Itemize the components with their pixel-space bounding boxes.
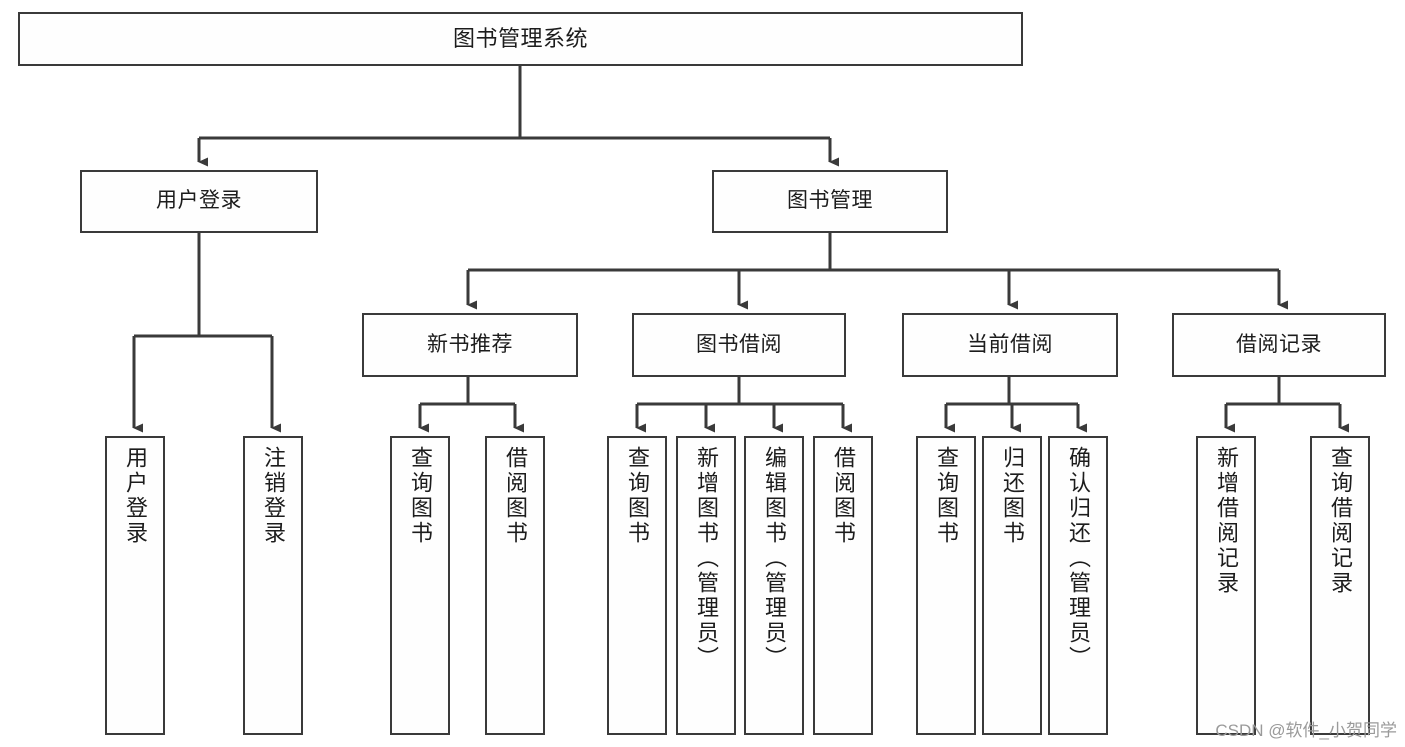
node-leaf-borrow-book-label: 借阅图书: [831, 446, 856, 546]
node-leaf-edit-book-label: 编辑图书（管理员）: [762, 446, 787, 671]
node-leaf-query-book-borrow[interactable]: 查询图书: [607, 436, 667, 735]
node-book-manage-label: 图书管理: [787, 189, 873, 213]
node-current-borrow-label: 当前借阅: [967, 332, 1053, 356]
node-user-login[interactable]: 用户登录: [80, 170, 318, 233]
node-book-borrow-label: 图书借阅: [696, 332, 782, 356]
node-borrow-record-label: 借阅记录: [1236, 332, 1322, 356]
node-leaf-borrow-book-rec-label: 借阅图书: [503, 446, 528, 546]
node-user-login-label: 用户登录: [156, 189, 242, 213]
node-leaf-confirm-return-label: 确认归还（管理员）: [1066, 446, 1091, 671]
node-current-borrow[interactable]: 当前借阅: [902, 313, 1118, 377]
node-leaf-add-record-label: 新增借阅记录: [1214, 446, 1239, 596]
node-leaf-query-book-borrow-label: 查询图书: [625, 446, 650, 546]
node-leaf-user-login[interactable]: 用户登录: [105, 436, 165, 735]
csdn-watermark: CSDN @软件_小贺同学: [1215, 721, 1397, 740]
node-new-book-recommend[interactable]: 新书推荐: [362, 313, 578, 377]
node-leaf-logout[interactable]: 注销登录: [243, 436, 303, 735]
node-leaf-add-book-label: 新增图书（管理员）: [694, 446, 719, 671]
node-leaf-query-book-rec[interactable]: 查询图书: [390, 436, 450, 735]
node-leaf-edit-book[interactable]: 编辑图书（管理员）: [744, 436, 804, 735]
node-leaf-query-record-label: 查询借阅记录: [1328, 446, 1353, 596]
node-leaf-add-book[interactable]: 新增图书（管理员）: [676, 436, 736, 735]
node-borrow-record[interactable]: 借阅记录: [1172, 313, 1386, 377]
node-leaf-borrow-book[interactable]: 借阅图书: [813, 436, 873, 735]
node-leaf-confirm-return[interactable]: 确认归还（管理员）: [1048, 436, 1108, 735]
node-root-label: 图书管理系统: [452, 26, 588, 52]
node-leaf-query-book-rec-label: 查询图书: [408, 446, 433, 546]
node-book-borrow[interactable]: 图书借阅: [632, 313, 846, 377]
node-root[interactable]: 图书管理系统: [18, 12, 1023, 66]
node-leaf-return-book-label: 归还图书: [1000, 446, 1025, 546]
node-new-book-recommend-label: 新书推荐: [427, 332, 513, 356]
node-leaf-add-record[interactable]: 新增借阅记录: [1196, 436, 1256, 735]
node-leaf-query-record[interactable]: 查询借阅记录: [1310, 436, 1370, 735]
node-leaf-user-login-label: 用户登录: [123, 446, 148, 546]
node-leaf-query-book-cur[interactable]: 查询图书: [916, 436, 976, 735]
node-leaf-borrow-book-rec[interactable]: 借阅图书: [485, 436, 545, 735]
node-leaf-logout-label: 注销登录: [261, 446, 286, 546]
node-book-manage[interactable]: 图书管理: [712, 170, 948, 233]
node-leaf-return-book[interactable]: 归还图书: [982, 436, 1042, 735]
node-leaf-query-book-cur-label: 查询图书: [934, 446, 959, 546]
